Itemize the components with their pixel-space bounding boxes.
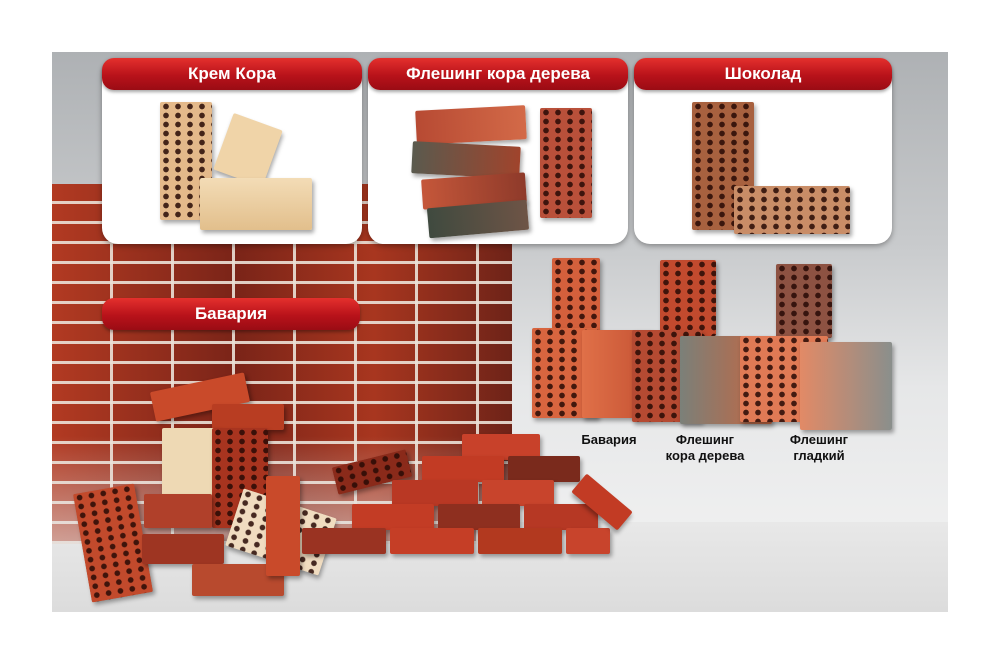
cream-brick-flat: [200, 178, 312, 230]
stack-brick-r5-d: [566, 528, 610, 554]
flashing-brick-standing: [540, 108, 592, 218]
pile-brick-2: [212, 404, 284, 430]
stack-brick-r4-b: [438, 504, 520, 530]
variant-label-fleshing-gladkiy: Флешинг гладкий: [789, 432, 849, 463]
pile-brick-3: [162, 428, 220, 500]
stack-brick-r5-c: [478, 528, 562, 554]
variant-fleshing-kora-standing: [660, 260, 716, 336]
stack-brick-r5-a: [302, 528, 386, 554]
chocolate-brick-flat: [734, 186, 850, 234]
stack-brick-r3-a: [392, 480, 478, 506]
stack-brick-r4-a: [352, 504, 434, 530]
stack-brick-r3-b: [482, 480, 554, 506]
stack-brick-r2-a: [422, 456, 504, 482]
pile-brick-6: [144, 494, 212, 528]
stack-brick-r1-a: [462, 434, 540, 460]
pile-brick-7: [142, 534, 224, 564]
cream-brick-tilted: [213, 112, 283, 188]
variant-fleshing-gladkiy-standing: [776, 264, 832, 338]
category-title-bavaria: Бавария: [102, 298, 360, 330]
stack-brick-r4-c: [524, 504, 598, 530]
flashing-brick-stack-1: [415, 105, 527, 145]
pile-brick-10: [266, 476, 300, 576]
product-banner: Крем Кора Флешинг кора дерева Шоколад Ба…: [52, 52, 948, 612]
stack-brick-r2-b: [508, 456, 580, 482]
category-title-fleshing-kora: Флешинг кора дерева: [368, 58, 628, 90]
variant-fleshing-gladkiy-flat-2: [800, 342, 892, 430]
variant-bavaria-standing: [552, 258, 600, 334]
variant-label-bavaria: Бавария: [581, 432, 637, 447]
variant-label-fleshing-kora: Флешинг кора дерева: [665, 432, 745, 463]
stack-brick-r5-b: [390, 528, 474, 554]
category-title-shokolad: Шоколад: [634, 58, 892, 90]
category-title-krem-kora: Крем Кора: [102, 58, 362, 90]
